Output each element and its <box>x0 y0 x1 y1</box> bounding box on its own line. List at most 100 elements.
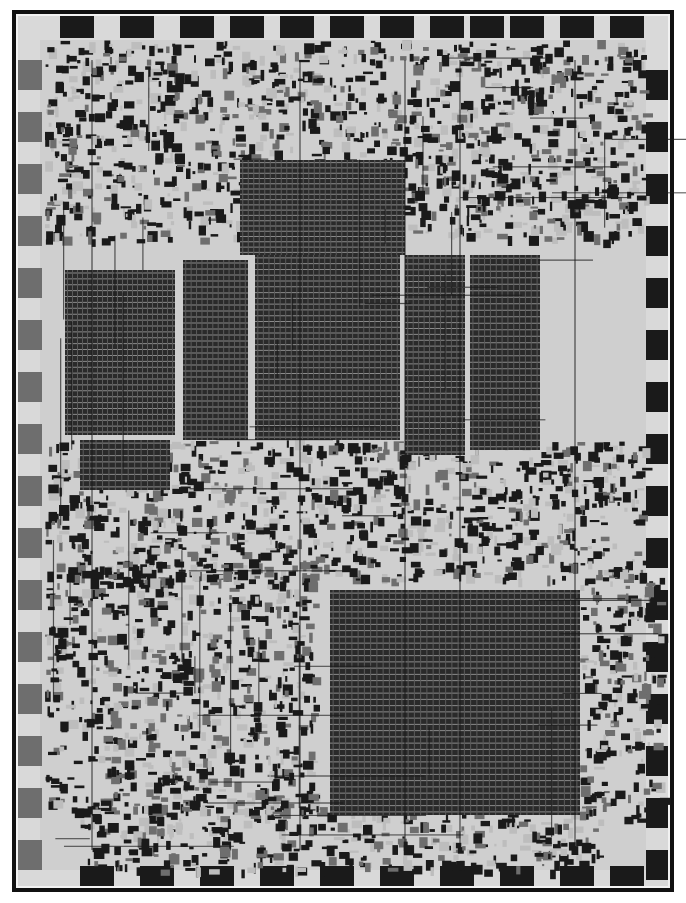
logic-cell <box>91 569 97 579</box>
logic-cell <box>310 573 320 581</box>
logic-cell <box>505 123 513 134</box>
logic-cell <box>264 566 274 578</box>
logic-cell <box>557 840 561 845</box>
logic-cell <box>136 99 143 105</box>
logic-cell <box>522 198 531 206</box>
logic-cell <box>577 442 586 446</box>
logic-cell <box>117 561 126 568</box>
logic-cell <box>632 166 638 177</box>
logic-cell <box>88 231 92 239</box>
logic-cell <box>628 794 631 804</box>
logic-cell <box>342 565 351 573</box>
logic-cell <box>283 575 290 583</box>
logic-cell <box>608 699 618 703</box>
logic-cell <box>71 537 75 549</box>
logic-cell <box>57 472 60 476</box>
logic-cell <box>278 84 286 93</box>
logic-cell <box>86 496 91 507</box>
logic-cell <box>360 87 366 96</box>
logic-cell <box>313 696 316 703</box>
logic-cell <box>182 653 185 664</box>
logic-cell <box>141 848 152 857</box>
logic-cell <box>213 837 221 848</box>
logic-cell <box>629 192 635 196</box>
logic-cell <box>259 55 265 66</box>
logic-cell <box>183 667 195 675</box>
bottom-array-body <box>330 590 580 815</box>
logic-cell <box>400 523 406 532</box>
logic-cell <box>279 74 289 79</box>
logic-cell <box>582 664 588 671</box>
logic-cell <box>402 40 412 51</box>
logic-cell <box>65 473 73 479</box>
logic-cell <box>341 482 353 485</box>
logic-cell <box>164 158 174 164</box>
logic-cell <box>62 452 68 456</box>
logic-cell <box>212 723 217 732</box>
logic-cell <box>266 103 273 106</box>
logic-cell <box>347 133 351 141</box>
logic-cell <box>613 475 616 478</box>
logic-cell <box>139 219 149 225</box>
logic-cell <box>632 452 637 461</box>
logic-cell <box>439 841 450 852</box>
logic-cell <box>240 738 246 742</box>
logic-cell <box>359 152 367 158</box>
logic-cell <box>374 841 384 850</box>
logic-cell <box>511 58 519 62</box>
logic-cell <box>367 467 379 472</box>
logic-cell <box>67 777 75 780</box>
logic-cell <box>275 540 278 551</box>
logic-cell <box>206 841 213 846</box>
logic-cell <box>618 651 622 663</box>
logic-cell <box>275 795 285 802</box>
logic-cell <box>68 204 72 208</box>
logic-cell <box>370 559 377 564</box>
logic-cell <box>291 697 298 702</box>
logic-cell <box>116 739 126 750</box>
logic-cell <box>256 106 265 117</box>
logic-cell <box>523 519 529 526</box>
logic-cell <box>109 184 118 193</box>
logic-cell <box>642 113 653 118</box>
logic-cell <box>132 166 136 172</box>
logic-cell <box>355 98 359 103</box>
logic-cell <box>644 611 654 622</box>
logic-cell <box>267 579 275 587</box>
logic-cell <box>580 607 587 610</box>
logic-cell <box>88 235 92 245</box>
logic-cell <box>466 573 476 584</box>
logic-cell <box>635 135 639 140</box>
logic-cell <box>212 574 224 580</box>
logic-cell <box>216 214 227 223</box>
logic-cell <box>580 585 585 591</box>
logic-cell <box>123 162 133 170</box>
logic-cell <box>557 824 562 835</box>
logic-cell <box>481 536 489 546</box>
logic-cell <box>131 175 136 184</box>
logic-cell <box>127 209 132 219</box>
logic-cell <box>279 701 283 712</box>
logic-cell <box>267 815 275 820</box>
logic-cell <box>98 755 106 764</box>
logic-cell <box>182 726 191 731</box>
logic-cell <box>571 88 574 98</box>
logic-cell <box>230 190 241 196</box>
logic-cell <box>235 583 245 589</box>
logic-cell <box>529 457 534 466</box>
logic-cell <box>156 562 167 569</box>
logic-cell <box>164 588 169 598</box>
logic-cell <box>119 773 129 779</box>
logic-cell <box>566 56 574 63</box>
logic-cell <box>581 655 589 659</box>
logic-cell <box>246 520 256 530</box>
logic-cell <box>515 193 522 205</box>
logic-cell <box>165 142 172 147</box>
logic-cell <box>591 607 598 616</box>
logic-cell <box>618 46 629 55</box>
logic-cell <box>371 126 379 137</box>
logic-cell <box>641 177 648 181</box>
logic-cell <box>652 675 657 684</box>
logic-cell <box>132 185 137 188</box>
logic-cell <box>264 737 270 745</box>
